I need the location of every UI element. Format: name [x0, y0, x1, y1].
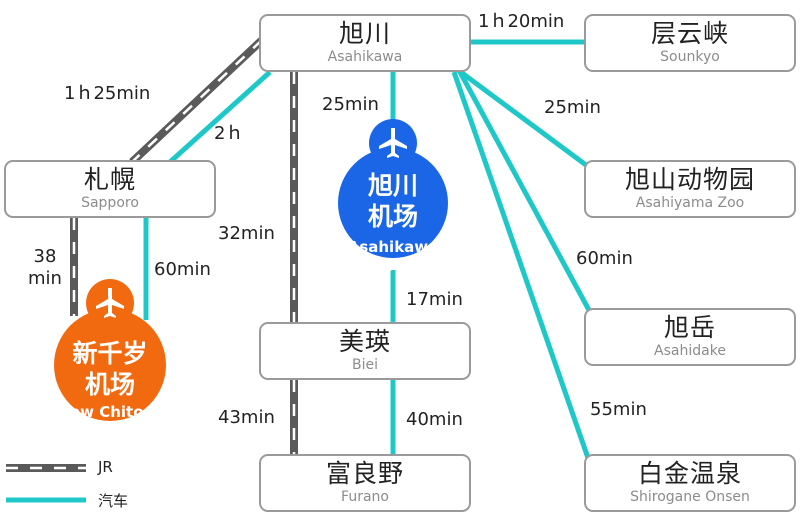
- node-asahikawa: 旭川 Asahikawa: [259, 14, 471, 72]
- jr-routes: [70, 37, 298, 456]
- asahikawa-airport-label-en: Asahikawa Airport: [323, 239, 463, 271]
- legend-jr-label: JR: [98, 458, 113, 476]
- route-asahikawa-asahidake: [457, 70, 593, 314]
- node-label-jp: 札幌: [83, 165, 136, 194]
- time-asahikawa-zoo: 25min: [544, 97, 601, 118]
- node-label-jp: 旭岳: [663, 313, 716, 342]
- new-chitose-airport-label-jp: 新千岁 机场: [50, 338, 170, 400]
- time-asahikawa-biei-jr: 32min: [218, 223, 275, 244]
- node-label-en: Sapporo: [81, 195, 139, 211]
- node-label-jp: 旭山动物园: [624, 165, 755, 194]
- asahikawa-airport-label-jp: 旭川 机场: [343, 170, 443, 232]
- airport-name-line2: 机场: [367, 202, 418, 231]
- node-furano: 富良野 Furano: [259, 454, 471, 512]
- time-asahikawa-shirogane: 55min: [590, 399, 647, 420]
- car-routes: [143, 39, 593, 459]
- node-biei: 美瑛 Biei: [259, 322, 471, 380]
- time-line1: 38: [33, 246, 57, 267]
- node-label-jp: 富良野: [325, 459, 404, 488]
- time-line2: min: [28, 268, 62, 289]
- time-sapporo-chitose-jr: 38 min: [28, 246, 62, 290]
- node-asahiyama-zoo: 旭山动物园 Asahiyama Zoo: [584, 160, 796, 218]
- node-label-en: Biei: [352, 357, 378, 373]
- node-label-en: Furano: [341, 489, 389, 505]
- node-label-en: Asahidake: [654, 343, 726, 359]
- time-biei-furano-jr: 43min: [218, 407, 275, 428]
- route-asahikawa-zoo: [456, 67, 592, 171]
- time-asahikawa-sounkyo: 1ｈ20min: [478, 11, 565, 32]
- node-label-en: Asahikawa: [327, 49, 403, 65]
- route-asahikawa-sapporo-car: [168, 70, 272, 164]
- node-label-jp: 美瑛: [338, 327, 391, 356]
- airport-name-line1: 旭川: [367, 171, 418, 200]
- airport-name-line2: 机场: [84, 370, 135, 399]
- node-label-jp: 旭川: [338, 19, 391, 48]
- new-chitose-airport-label-en: New Chitose Airport: [40, 404, 180, 436]
- airport-en-line2: Airport: [80, 419, 140, 437]
- airport-en-line1: New Chitose: [57, 403, 163, 421]
- time-asahikawa-airport: 25min: [322, 94, 379, 115]
- airport-name-line1: 新千岁: [72, 339, 148, 368]
- airport-en-line1: Asahikawa: [347, 238, 439, 256]
- node-shirogane-onsen: 白金温泉 Shirogane Onsen: [584, 454, 796, 512]
- time-biei-furano-car: 40min: [406, 409, 463, 430]
- airplane-icon: [96, 288, 124, 318]
- node-asahidake: 旭岳 Asahidake: [584, 308, 796, 366]
- time-sapporo-chitose-car: 60min: [154, 259, 211, 280]
- node-sapporo: 札幌 Sapporo: [4, 160, 216, 218]
- legend-car-label: 汽车: [98, 492, 129, 510]
- airport-en-line2: Airport: [363, 254, 423, 272]
- node-label-en: Shirogane Onsen: [630, 489, 750, 505]
- node-label-en: Asahiyama Zoo: [635, 195, 745, 211]
- time-asahikawa-sapporo-car: 2ｈ: [214, 123, 244, 144]
- node-label-jp: 白金温泉: [637, 459, 742, 488]
- time-airport-biei: 17min: [406, 289, 463, 310]
- airplane-icon: [379, 128, 407, 158]
- asahikawa-airport-marker: [338, 119, 448, 258]
- time-asahikawa-sapporo-jr: 1ｈ25min: [64, 83, 151, 104]
- new-chitose-airport-marker: [54, 279, 166, 421]
- node-label-jp: 层云峡: [650, 19, 729, 48]
- node-label-en: Sounkyo: [660, 49, 720, 65]
- time-asahikawa-asahidake: 60min: [576, 248, 633, 269]
- node-sounkyo: 层云峡 Sounkyo: [584, 14, 796, 72]
- route-asahikawa-shirogane: [451, 71, 591, 459]
